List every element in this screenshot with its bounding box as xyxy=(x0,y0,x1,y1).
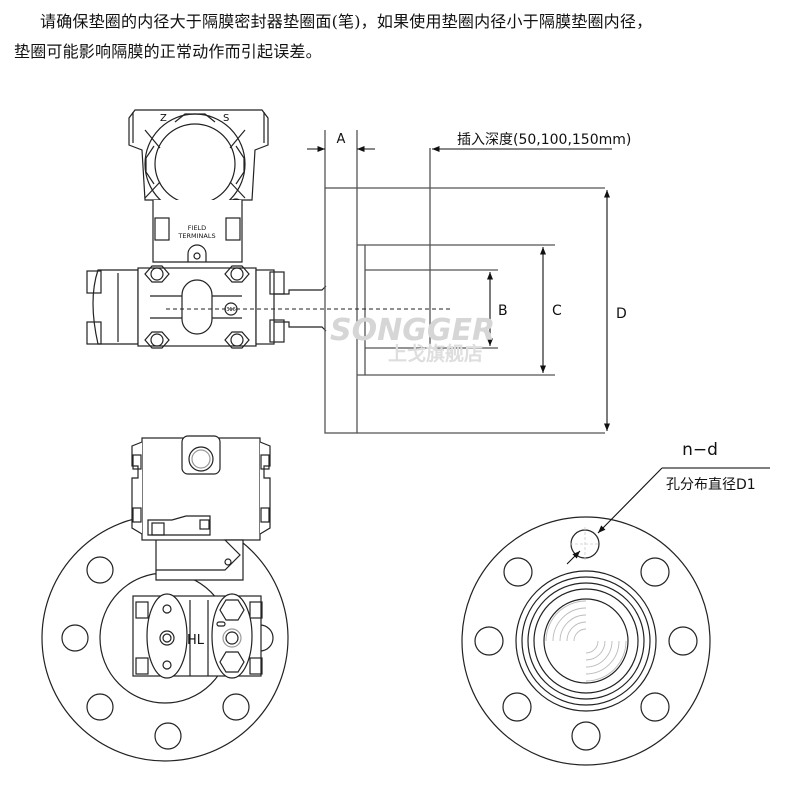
flange-section xyxy=(166,130,605,434)
hole-leader xyxy=(566,467,770,565)
field-terminals-label-2: TERMINALS xyxy=(177,232,215,240)
dim-d-label: D xyxy=(616,306,627,322)
material-badge: 316 xyxy=(226,307,236,313)
note-line-1: 请确保垫圈的内径大于隔膜密封器垫圈面(笔)，如果使用垫圈内径小于隔膜垫圈内径， xyxy=(40,12,653,31)
transmitter-side-view: Z S FIELD TERMINALS xyxy=(86,109,327,349)
hl-label: HL xyxy=(187,633,205,648)
gasket-rings xyxy=(515,570,657,712)
flange-face-bolt-holes xyxy=(474,529,698,751)
dim-a-label: A xyxy=(337,132,346,147)
insertion-depth-label: 插入深度(50,100,150mm) xyxy=(457,132,631,148)
dim-b-label: B xyxy=(498,303,508,319)
housing-letter-z: Z xyxy=(160,113,167,124)
note-line-2: 垫圈可能影响隔膜的正常动作而引起误差。 xyxy=(14,42,322,61)
flange-face-view xyxy=(461,516,711,766)
watermark-store: 上戈旗舰店 xyxy=(388,342,483,365)
sensor-capsule: 316 xyxy=(86,265,327,349)
watermark-brand: SONGGER xyxy=(330,313,495,348)
housing-letter-s: S xyxy=(223,113,229,124)
process-flange-block xyxy=(132,593,263,679)
bolt-nut xyxy=(144,265,250,349)
dim-c-label: C xyxy=(552,303,562,319)
dimension-lines xyxy=(307,145,612,431)
hole-circle-label: 孔分布直径D1 xyxy=(666,476,756,493)
hole-spec-label: n−d xyxy=(682,440,718,460)
terminal-block: FIELD TERMINALS xyxy=(152,200,243,263)
electronics-housing: Z S xyxy=(128,109,269,215)
transmitter-front-view xyxy=(41,435,289,762)
diaphragm-corrugations xyxy=(545,600,627,682)
field-terminals-label-1: FIELD xyxy=(188,224,206,232)
flange-face-outer xyxy=(461,516,711,766)
